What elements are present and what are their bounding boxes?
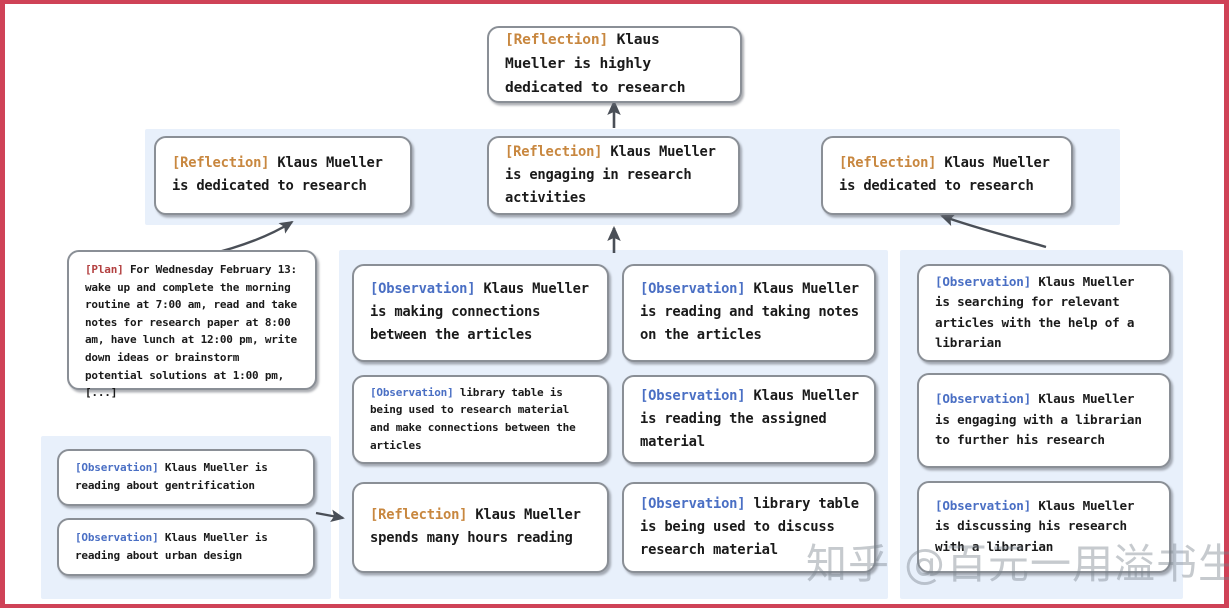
node-text: Klaus Mueller is highly dedicated to res…: [505, 31, 686, 96]
node-text: Klaus Mueller is reading and taking note…: [640, 281, 859, 343]
node-text: Klaus Mueller is reading about gentrific…: [75, 461, 268, 492]
node-tag: [Observation]: [640, 281, 746, 297]
node-column-a-1[interactable]: [Observation] Klaus Mueller is making co…: [352, 264, 609, 362]
node-tag: [Observation]: [640, 495, 746, 512]
node-reflection-right[interactable]: [Reflection] Klaus Mueller is dedicated …: [821, 136, 1073, 215]
node-reflection-middle[interactable]: [Reflection] Klaus Mueller is engaging i…: [487, 136, 740, 215]
node-text: Klaus Mueller is dedicated to research: [172, 155, 383, 194]
node-tag: [Observation]: [370, 281, 476, 297]
node-tag: [Reflection]: [505, 31, 609, 48]
node-tag: [Observation]: [75, 461, 159, 475]
node-column-c-1[interactable]: [Observation] Klaus Mueller is searching…: [917, 264, 1171, 362]
node-column-a-2[interactable]: [Observation] library table is being use…: [352, 375, 609, 464]
node-reflection-left[interactable]: [Reflection] Klaus Mueller is dedicated …: [154, 136, 412, 215]
node-tag: [Observation]: [935, 273, 1031, 289]
node-plan[interactable]: [Plan] For Wednesday February 13: wake u…: [67, 250, 317, 399]
node-tag: [Reflection]: [505, 143, 603, 160]
node-tag: [Observation]: [75, 530, 159, 544]
node-root-reflection[interactable]: [Reflection] Klaus Mueller is highly ded…: [487, 26, 742, 103]
node-tag: [Plan]: [85, 263, 124, 276]
node-text: Klaus Mueller is engaging with a librari…: [935, 391, 1142, 448]
node-observation-left-1[interactable]: [Observation] Klaus Mueller is reading a…: [57, 449, 315, 506]
node-column-b-3[interactable]: [Observation] library table is being use…: [622, 482, 876, 573]
node-text: Klaus Mueller is engaging in research ac…: [505, 143, 716, 206]
node-tag: [Reflection]: [839, 155, 937, 171]
node-text: Klaus Mueller is reading the assigned ma…: [640, 387, 859, 450]
node-observation-left-2[interactable]: [Observation] Klaus Mueller is reading a…: [57, 518, 315, 576]
node-tag: [Reflection]: [172, 155, 270, 171]
node-tag: [Observation]: [370, 385, 454, 399]
node-tag: [Observation]: [935, 497, 1031, 513]
node-text: Klaus Mueller is making connections betw…: [370, 281, 589, 343]
node-text: Klaus Mueller is discussing his research…: [935, 497, 1135, 554]
node-text: library table is being used to discuss r…: [640, 495, 859, 558]
node-column-b-1[interactable]: [Observation] Klaus Mueller is reading a…: [622, 264, 876, 362]
node-text: Klaus Mueller is reading about urban des…: [75, 530, 268, 562]
node-column-c-2[interactable]: [Observation] Klaus Mueller is engaging …: [917, 373, 1171, 468]
node-text: Klaus Mueller is searching for relevant …: [935, 273, 1135, 351]
node-text: For Wednesday February 13: wake up and c…: [85, 263, 297, 400]
node-column-a-3[interactable]: [Reflection] Klaus Mueller spends many h…: [352, 482, 609, 573]
node-column-c-3[interactable]: [Observation] Klaus Mueller is discussin…: [917, 481, 1171, 573]
node-tag: [Observation]: [640, 387, 746, 404]
node-text: Klaus Mueller is dedicated to research: [839, 155, 1050, 194]
node-tag: [Observation]: [935, 391, 1031, 407]
node-text: library table is being used to research …: [370, 385, 576, 452]
node-text: Klaus Mueller spends many hours reading: [370, 507, 581, 546]
node-tag: [Reflection]: [370, 507, 468, 523]
node-column-b-2[interactable]: [Observation] Klaus Mueller is reading t…: [622, 375, 876, 464]
